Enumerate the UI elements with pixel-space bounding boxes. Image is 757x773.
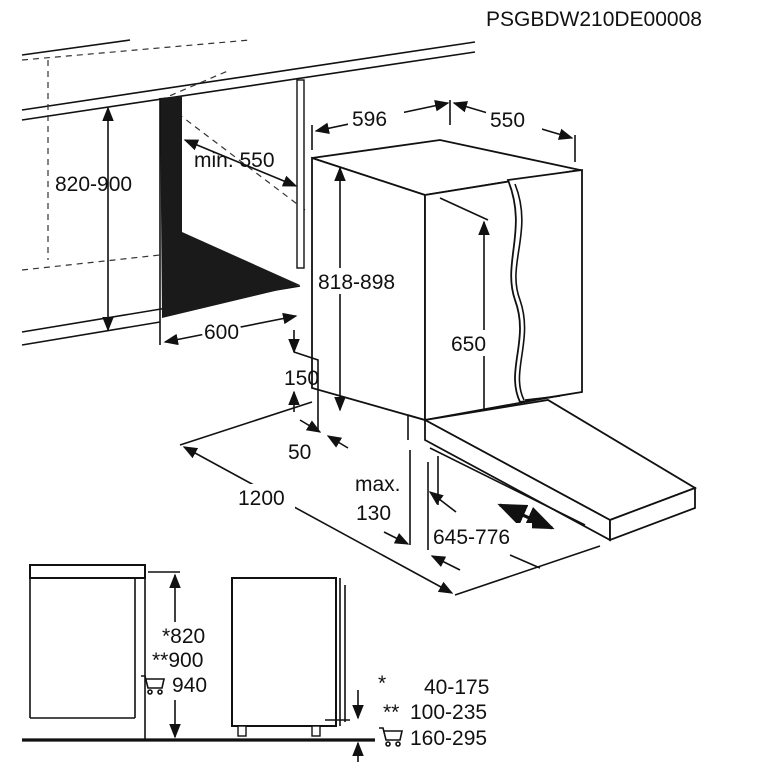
table-height-2: **900	[152, 649, 203, 672]
appliance-height-label: 818-898	[318, 271, 395, 294]
open-door	[407, 399, 698, 542]
shopping-cart-icon	[141, 675, 165, 695]
table-height-3: 940	[172, 674, 207, 697]
appliance-depth-label: 550	[490, 109, 525, 132]
plinth-offset-arrow-left	[299, 419, 322, 433]
plinth-range-3: 160-295	[410, 727, 487, 750]
plinth-offset-arrow-right	[326, 435, 349, 449]
niche-side-wall	[159, 79, 305, 345]
door-range-arrow-bottom	[430, 555, 461, 571]
plinth-range-1: 40-175	[424, 676, 489, 699]
door-slide-arrow	[497, 503, 555, 530]
niche-width-label-halo: 600	[204, 321, 239, 344]
side-view-cabinet	[29, 564, 146, 740]
niche-width-label: 600	[204, 321, 239, 344]
shopping-cart-icon	[379, 727, 403, 747]
door-range-label: 645-776	[433, 526, 510, 549]
max-clearance-arrow	[383, 531, 410, 545]
plinth-height-label: 150	[284, 367, 319, 390]
plinth-offset-label: 50	[288, 441, 311, 464]
door-height-label: 650	[451, 333, 486, 356]
table-height-1: *820	[162, 625, 205, 648]
document-code: PSGBDW210DE00008	[486, 8, 702, 31]
min-depth-arrow	[183, 139, 298, 187]
appliance-width-label: 596	[352, 108, 387, 131]
niche-width-arrow	[163, 312, 298, 346]
max-clearance-text: max.	[355, 473, 401, 496]
plinth-range-mark-1: *	[378, 672, 386, 695]
min-depth-label: min. 550	[194, 149, 275, 172]
plinth-range-2: 100-235	[410, 701, 487, 724]
door-travel-label: 1200	[238, 487, 285, 510]
door-travel-arrow	[182, 446, 454, 594]
plinth-range-mark-2: **	[383, 701, 399, 724]
side-view-dishwasher	[231, 577, 350, 737]
max-clearance-value: 130	[356, 502, 391, 525]
door-range-arrow-top	[428, 491, 457, 513]
niche-height-label: 820-900	[55, 173, 132, 196]
